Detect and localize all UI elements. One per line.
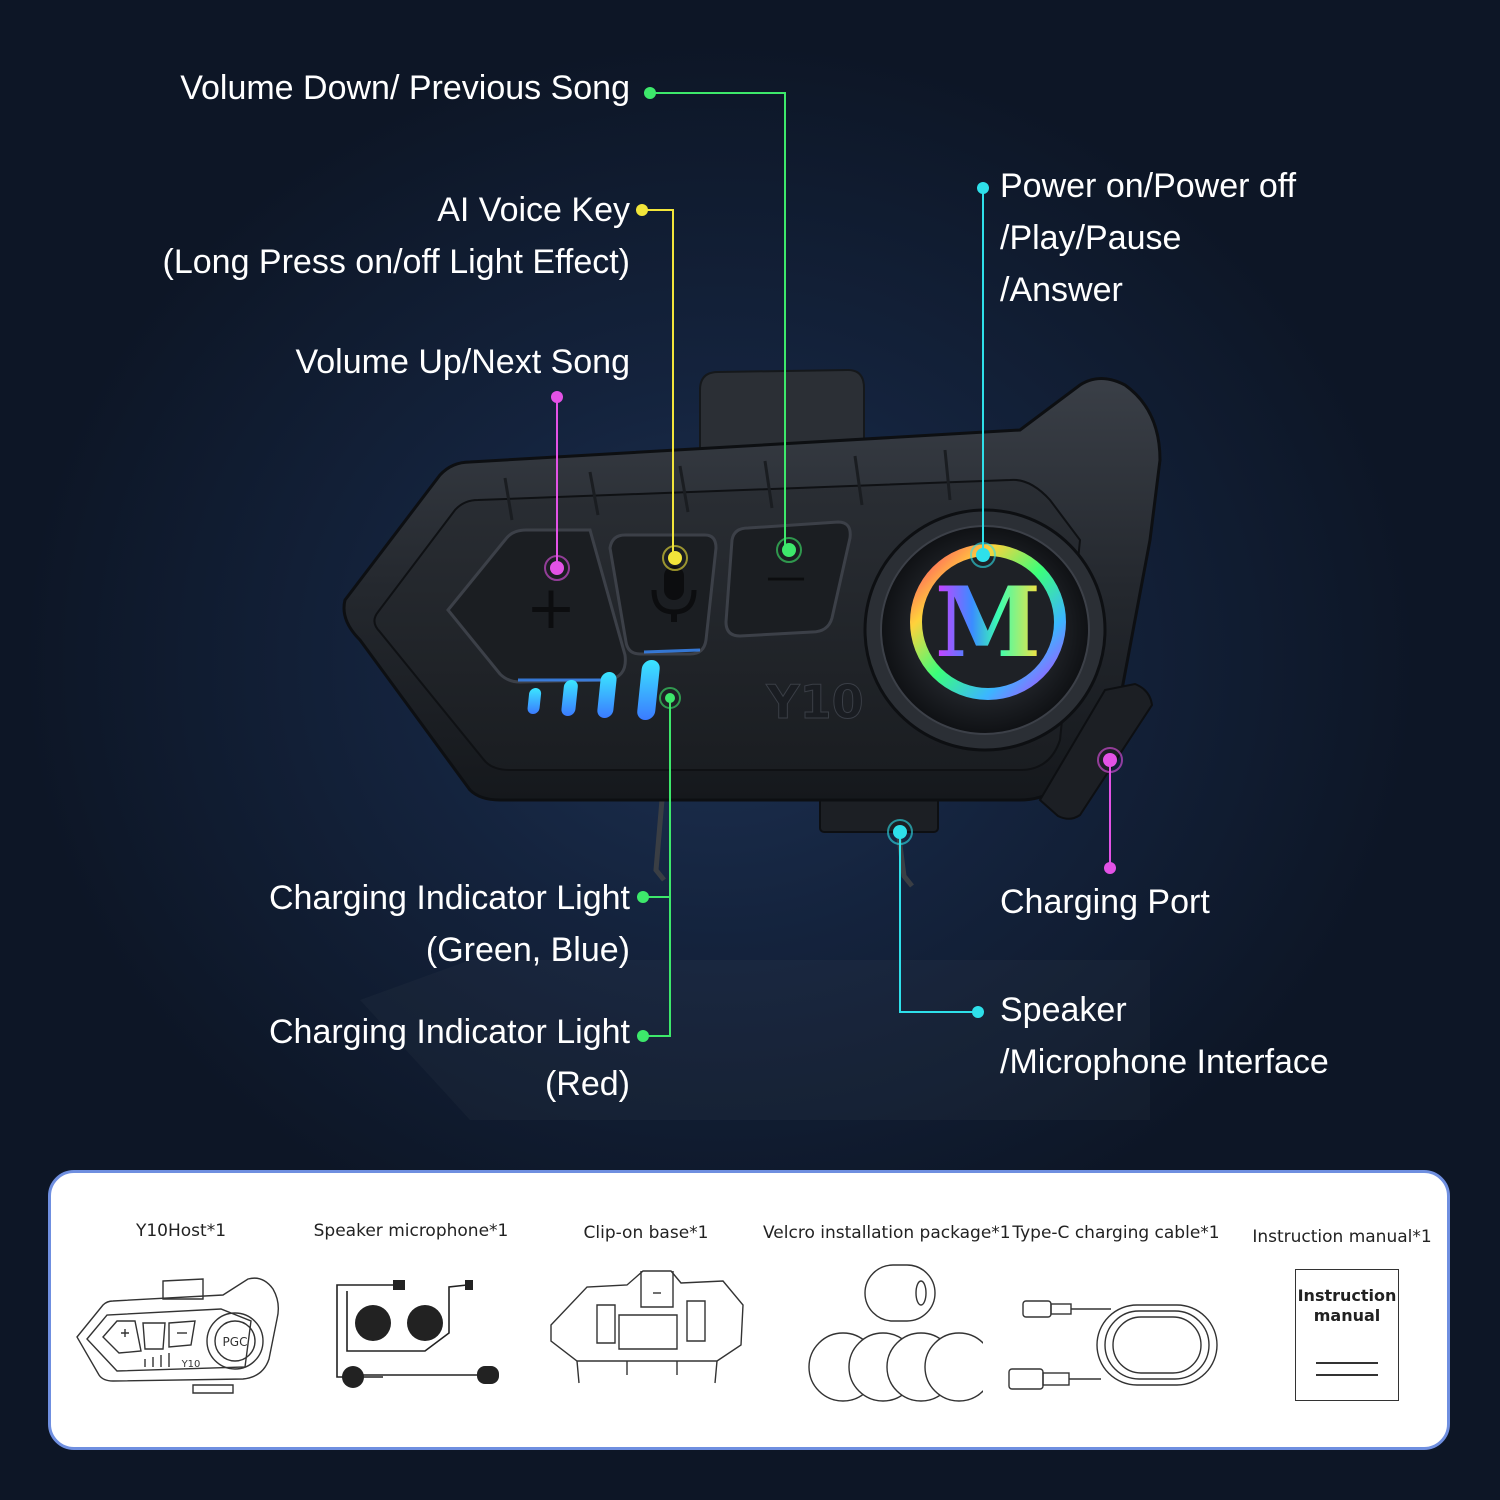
charging-port-cover: [1038, 682, 1154, 820]
package-item-velcro: Velcro installation package*1: [763, 1173, 1011, 1449]
package-item-host-label: Y10Host*1: [135, 1221, 227, 1241]
power-label-line1: Power on/Power off: [1000, 167, 1297, 205]
charging-red-callout: Charging Indicator Light (Red): [269, 1006, 630, 1110]
power-label-line3: /Answer: [1000, 271, 1123, 309]
model-label: Y10: [765, 675, 863, 729]
speaker-callout: Speaker /Microphone Interface: [1000, 984, 1329, 1088]
microphone-icon: [651, 566, 697, 622]
package-item-speaker-mic-label: Speaker microphone*1: [313, 1221, 509, 1241]
charging-red-sublabel: (Red): [544, 1065, 630, 1103]
minus-icon: —: [766, 554, 806, 600]
instruction-manual-illustration: Instruction manual: [1295, 1269, 1399, 1401]
package-item-speaker-mic: Speaker microphone*1: [301, 1173, 521, 1449]
host-line-art: PGC Y10: [76, 1277, 280, 1394]
package-item-clip-base: Clip-on base*1: [531, 1173, 761, 1449]
cable-line-art: [1008, 1300, 1218, 1390]
ai-voice-callout: AI Voice Key (Long Press on/off Light Ef…: [163, 184, 630, 288]
ai-voice-label: AI Voice Key: [437, 191, 630, 229]
speaker-mic-line-art: [336, 1280, 499, 1388]
charging-port-callout: Charging Port: [1000, 876, 1210, 928]
velcro-line-art: [808, 1264, 983, 1402]
manual-rule-2: [1316, 1374, 1378, 1376]
volume-up-callout: Volume Up/Next Song: [295, 336, 630, 388]
power-callout: Power on/Power off /Play/Pause /Answer: [1000, 160, 1296, 316]
volume-up-label: Volume Up/Next Song: [295, 343, 630, 381]
clip-base-line-art: [550, 1270, 744, 1384]
package-item-velcro-label: Velcro installation package*1: [763, 1223, 1011, 1243]
volume-up-button[interactable]: [446, 528, 627, 684]
package-item-cable-label: Type-C charging cable*1: [1012, 1223, 1220, 1243]
package-item-host: Y10Host*1 PGC Y10: [71, 1173, 291, 1449]
package-item-manual-label: Instruction manual*1: [1252, 1227, 1432, 1247]
package-contents-panel: Y10Host*1 PGC Y10: [48, 1170, 1450, 1450]
plus-icon: +: [526, 573, 576, 643]
speaker-label: Speaker: [1000, 991, 1127, 1029]
charging-green-blue-label: Charging Indicator Light: [268, 879, 630, 917]
intercom-device-illustration: + — Y10 M: [342, 368, 1162, 1120]
ai-voice-sublabel: (Long Press on/off Light Effect): [162, 243, 630, 281]
mini-logo: PGC: [223, 1335, 248, 1349]
package-item-cable: Type-C charging cable*1: [1001, 1173, 1231, 1449]
package-item-clip-base-label: Clip-on base*1: [583, 1223, 709, 1243]
speaker-sublabel: /Microphone Interface: [1000, 1043, 1329, 1081]
charging-red-label: Charging Indicator Light: [268, 1013, 630, 1051]
manual-cover-title: Instruction manual: [1297, 1286, 1397, 1325]
charging-port-label: Charging Port: [1000, 883, 1210, 921]
manual-rule-1: [1316, 1362, 1378, 1364]
ai-voice-button[interactable]: [608, 533, 718, 656]
m-logo: M: [935, 566, 1041, 679]
mini-model-label: Y10: [181, 1359, 201, 1370]
charging-green-blue-sublabel: (Green, Blue): [425, 931, 630, 969]
volume-down-label: Volume Down/ Previous Song: [180, 69, 630, 107]
power-label-line2: /Play/Pause: [1000, 219, 1182, 257]
volume-down-callout: Volume Down/ Previous Song: [180, 62, 630, 114]
package-item-manual: Instruction manual*1: [1231, 1173, 1453, 1449]
charging-green-blue-callout: Charging Indicator Light (Green, Blue): [269, 872, 630, 976]
